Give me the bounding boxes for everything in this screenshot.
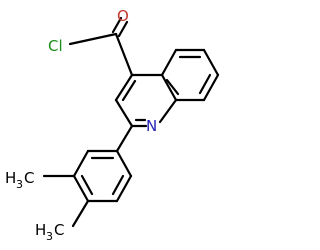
methyl-1-c: C (24, 169, 34, 187)
bond-c4a-c5 (160, 48, 178, 77)
acyl-chloride-group (68, 16, 134, 77)
methyl-1-h: H (5, 169, 16, 187)
bond-ph3-ph4 (72, 174, 90, 203)
bond-ph3-ph4-inner (80, 174, 94, 196)
methyl-1-subscript: 3 (16, 178, 23, 191)
methyl-2-h: H (35, 221, 46, 239)
bond-ph5-ph6 (115, 174, 133, 203)
bond-c7-c8-inner (198, 73, 212, 95)
bond-ph2-ph3 (72, 149, 90, 178)
carbonyl-c-ring-bond (114, 32, 134, 77)
bond-c3-c4-inner (121, 79, 137, 102)
chlorine-label: Cl (48, 37, 63, 55)
methyl-1-label: H 3 C (5, 169, 34, 191)
methyl-2-label: H 3 C (35, 221, 64, 243)
bond-ph5-ph6-inner (111, 174, 125, 196)
bond-ph6-ph1 (115, 149, 133, 178)
methyl-2-c: C (54, 221, 64, 239)
bond-c3-c4 (114, 73, 134, 102)
carbonyl-double-bond-b (117, 20, 129, 38)
bond-c6-c7 (202, 48, 220, 77)
carbonyl-c-cl-bond (68, 32, 118, 46)
bond-c2-phenyl (115, 124, 134, 153)
bond-c8a-n (158, 98, 178, 124)
dimethylphenyl-ring (72, 149, 133, 203)
molecule-structure: O Cl N H 3 C H 3 C (5, 7, 220, 243)
bond-c4a-c8a-inner (165, 78, 180, 96)
bond-c4a-c8a (160, 73, 178, 102)
oxygen-label: O (117, 7, 129, 25)
bond-methyl-2 (71, 199, 90, 228)
methyl-2-subscript: 3 (46, 230, 53, 243)
nitrogen-label: N (146, 117, 157, 135)
bond-c2-c3 (114, 98, 134, 128)
pyridine-ring (114, 73, 178, 128)
bond-c7-c8 (202, 73, 220, 102)
benzo-ring (160, 48, 220, 102)
carbonyl-double-bond-a (111, 16, 123, 34)
